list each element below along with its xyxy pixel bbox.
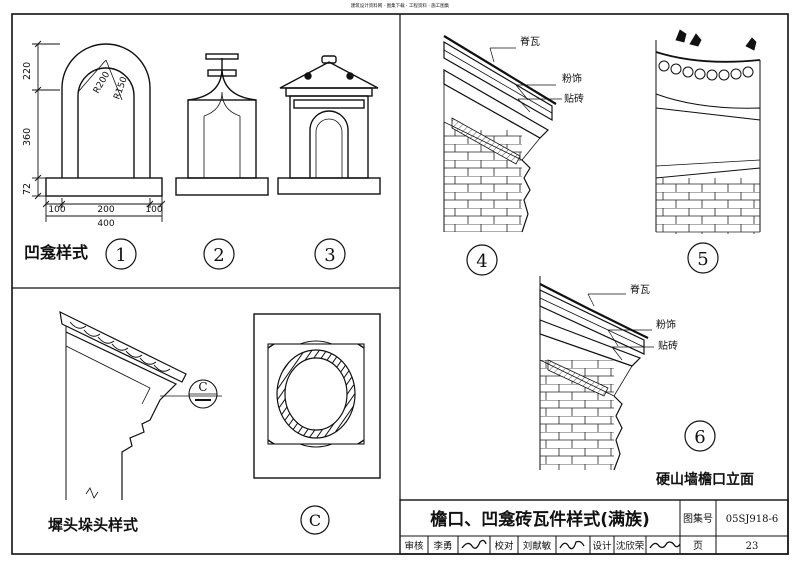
atlas-number: 05SJ918-6 xyxy=(726,514,778,525)
reviewer-signature xyxy=(461,539,487,549)
label-facing-brick-4: 贴砖 xyxy=(564,92,584,105)
rope-ring-panel-c xyxy=(253,313,381,479)
eave-detail-6 xyxy=(539,276,654,471)
designer-name: 沈欣荣 xyxy=(616,540,645,552)
section-mark-c: C xyxy=(188,379,218,409)
radius-r150: R150 xyxy=(112,75,130,101)
niche-style-1 xyxy=(45,43,163,197)
title-block xyxy=(399,499,789,555)
checker-name: 刘献敏 xyxy=(523,540,552,552)
label-ridge-tile-6: 脊瓦 xyxy=(630,283,650,296)
dim-220: 220 xyxy=(22,62,33,80)
vertical-dimension-chain xyxy=(32,40,60,200)
detail-marker-5: 5 xyxy=(687,242,719,274)
label-ridge-tile-4: 脊瓦 xyxy=(520,35,540,48)
svg-text:1: 1 xyxy=(115,245,126,266)
dim-72: 72 xyxy=(22,183,33,195)
wall-head-detail xyxy=(59,310,222,500)
detail-marker-6: 6 xyxy=(684,420,716,452)
header-watermark: 建筑设计资料网 · 图集下载 · 工程资料 · 施工图集 xyxy=(351,2,450,9)
horizontal-dimension-chain xyxy=(42,196,166,222)
check-label: 校对 xyxy=(494,540,514,552)
detail-marker-c: C xyxy=(300,505,330,535)
dim-100-right: 100 xyxy=(145,205,162,215)
detail-marker-3: 3 xyxy=(314,238,346,270)
dim-360: 360 xyxy=(22,128,33,146)
detail-marker-4: 4 xyxy=(466,244,498,276)
niche-section-title: 凹龛样式 xyxy=(24,243,88,262)
radius-r200: R200 xyxy=(92,70,113,96)
review-label: 审核 xyxy=(404,540,424,552)
svg-text:3: 3 xyxy=(324,245,335,266)
dim-400: 400 xyxy=(97,219,114,229)
wall-head-style-title: 墀头垛头样式 xyxy=(48,516,138,534)
label-plaster-4: 粉饰 xyxy=(562,72,582,85)
svg-text:5: 5 xyxy=(697,249,708,270)
page-number: 23 xyxy=(746,541,759,552)
svg-text:C: C xyxy=(309,511,321,530)
svg-text:2: 2 xyxy=(213,245,224,266)
eave-detail-5 xyxy=(655,29,761,234)
detail-marker-2: 2 xyxy=(203,238,235,270)
detail-marker-1: 1 xyxy=(105,238,137,270)
checker-signature xyxy=(559,540,585,550)
niche-style-3 xyxy=(277,55,381,195)
label-plaster-6: 粉饰 xyxy=(656,318,676,331)
dim-200: 200 xyxy=(97,205,114,215)
label-facing-brick-6: 贴砖 xyxy=(658,339,678,352)
page-label: 页 xyxy=(693,540,703,552)
atlas-label: 图集号 xyxy=(683,512,713,525)
svg-text:6: 6 xyxy=(694,427,705,448)
reviewer-name: 李勇 xyxy=(433,540,452,552)
drawing-title: 檐口、凹龛砖瓦件样式(满族) xyxy=(430,509,650,530)
design-label: 设计 xyxy=(592,540,612,552)
eave-detail-4 xyxy=(443,35,562,233)
svg-text:C: C xyxy=(198,380,207,394)
svg-text:4: 4 xyxy=(476,251,487,272)
gable-eave-elevation-title: 硬山墙檐口立面 xyxy=(656,471,754,488)
dim-100-left: 100 xyxy=(48,205,65,215)
designer-signature xyxy=(649,541,681,549)
niche-style-2 xyxy=(175,53,269,196)
